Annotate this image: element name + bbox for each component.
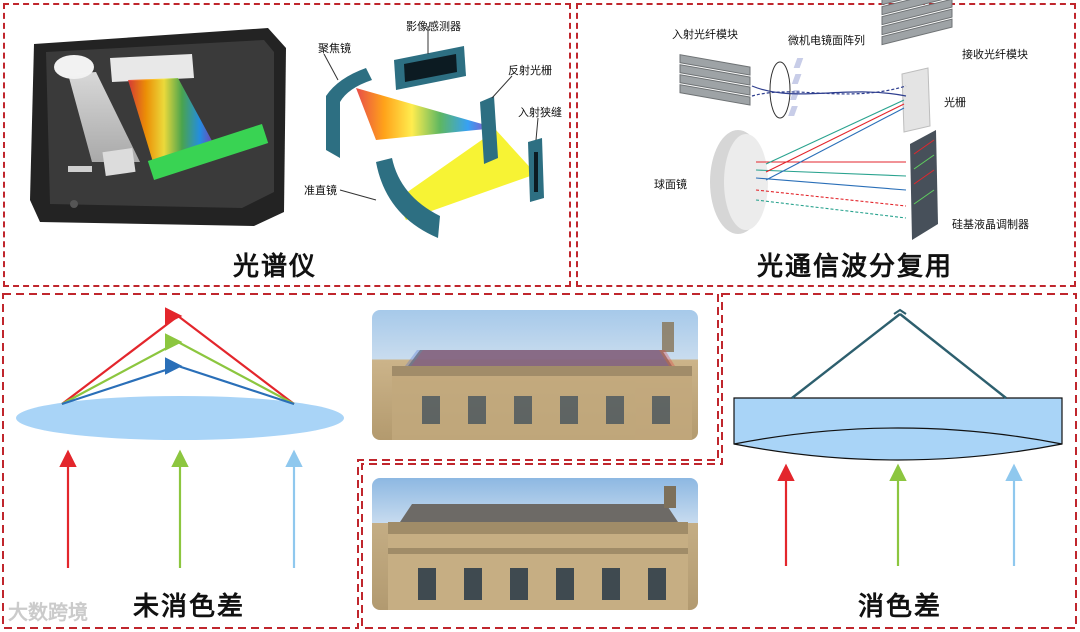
sharp-building-photo [372, 478, 698, 610]
corrected-lens-diagram [730, 300, 1070, 580]
uncorrected-title: 未消色差 [124, 586, 254, 623]
corrected-title: 消色差 [840, 586, 960, 623]
watermark: 大数跨境 [8, 596, 88, 625]
corrected-lens [734, 398, 1062, 460]
uncorrected-lens-diagram [0, 300, 360, 580]
blurry-building-photo [372, 310, 698, 440]
